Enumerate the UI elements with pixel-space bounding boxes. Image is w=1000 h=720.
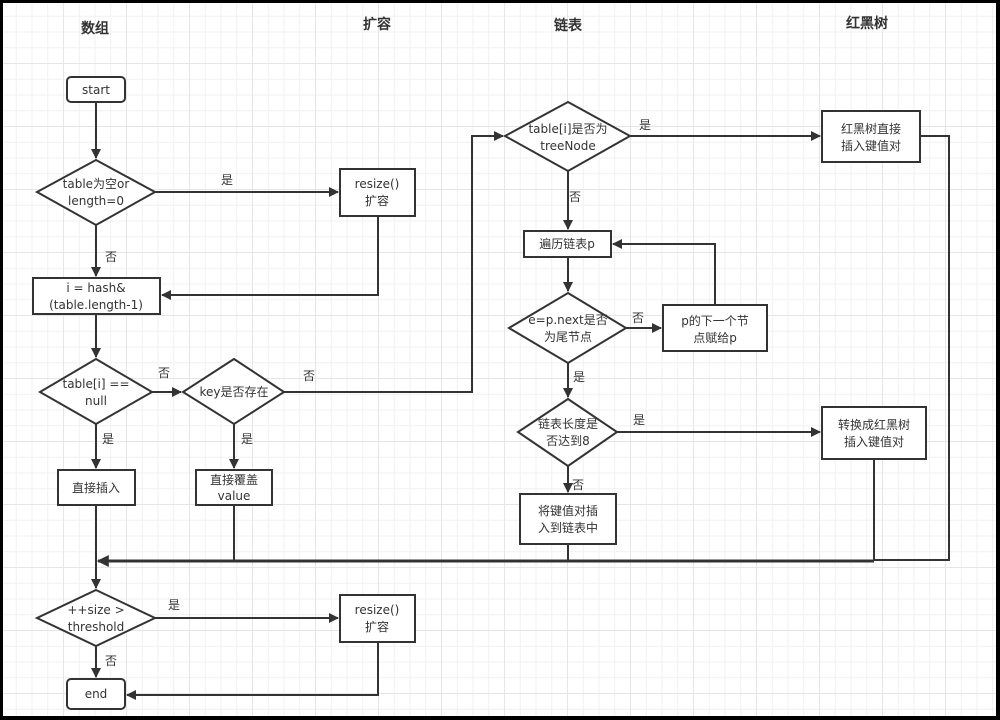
node-label: 红黑树直接 (841, 121, 901, 136)
node-label: 入到链表中 (538, 520, 598, 535)
node-label: p的下一个节 (681, 313, 749, 328)
node-label: threshold (68, 620, 125, 634)
node-label: table为空or (63, 177, 130, 191)
node-label: 点赋给p (693, 331, 737, 345)
lane-title-array: 数组 (81, 20, 109, 37)
edge-label-no: 否 (105, 250, 117, 264)
terminal-shape (66, 678, 126, 710)
node-label: null (85, 394, 107, 408)
node-check-empty[interactable]: table为空or length=0 (34, 158, 158, 227)
decision-shape (502, 100, 633, 173)
node-label: table[i] == (62, 377, 129, 391)
node-is-tail[interactable]: e=p.next是否 为尾节点 (507, 291, 628, 365)
node-label: 遍历链表p (539, 236, 595, 251)
lane-title-resize: 扩容 (363, 16, 391, 33)
process-shape (662, 304, 768, 352)
node-traverse[interactable]: 遍历链表p (523, 230, 612, 258)
decision-shape (507, 291, 628, 365)
node-label: 插入键值对 (841, 138, 901, 153)
process-shape (821, 110, 921, 163)
decision-shape (181, 357, 286, 426)
node-end[interactable]: end (66, 678, 126, 710)
process-shape (519, 493, 617, 545)
edge-label-no: 否 (105, 654, 117, 668)
edge-label-no: 否 (572, 478, 584, 492)
node-label: 直接插入 (72, 480, 120, 495)
edge-label-no: 否 (632, 311, 644, 325)
node-label: 扩容 (365, 619, 389, 634)
node-label: resize() (355, 603, 400, 617)
node-label: 否达到8 (546, 434, 590, 448)
node-label: 插入键值对 (844, 434, 904, 449)
node-label: key是否存在 (199, 385, 268, 399)
node-len-8[interactable]: 链表长度是 否达到8 (516, 397, 619, 468)
edge-label-yes: 是 (573, 370, 585, 384)
node-to-rbtree[interactable]: 转换成红黑树 插入键值对 (821, 406, 927, 460)
edges (91, 102, 950, 700)
node-overwrite[interactable]: 直接覆盖 value (195, 469, 273, 506)
node-label: treeNode (540, 139, 595, 153)
edge-label-yes: 是 (168, 598, 180, 612)
node-next-p[interactable]: p的下一个节 点赋给p (662, 304, 768, 352)
node-list-insert[interactable]: 将键值对插 入到链表中 (519, 493, 617, 545)
node-label: (table.length-1) (49, 298, 143, 312)
node-start[interactable]: start (66, 76, 126, 103)
node-label: value (218, 489, 251, 503)
node-rb-insert[interactable]: 红黑树直接 插入键值对 (821, 110, 921, 163)
edge-label-yes: 是 (639, 118, 651, 132)
terminal-shape (66, 76, 126, 103)
process-shape (32, 277, 161, 315)
edge-label-yes: 是 (221, 173, 233, 187)
node-label: 链表长度是 (538, 416, 598, 431)
process-shape (339, 594, 416, 643)
edge-label-yes: 是 (241, 432, 253, 446)
process-shape (821, 406, 927, 460)
node-check-threshold[interactable]: ++size > threshold (34, 588, 158, 648)
process-shape (523, 230, 612, 258)
node-label: start (82, 83, 110, 97)
node-is-treenode[interactable]: table[i]是否为 treeNode (502, 100, 633, 173)
node-label: table[i]是否为 (528, 122, 607, 136)
edge-label-no: 否 (569, 190, 581, 204)
process-shape (195, 469, 273, 506)
diagram-canvas: 数组 扩容 链表 红黑树 (3, 3, 996, 716)
decision-shape (38, 357, 154, 426)
edge-label-yes: 是 (102, 432, 114, 446)
node-calc-index[interactable]: i = hash& (table.length-1) (32, 277, 161, 315)
node-resize2[interactable]: resize() 扩容 (339, 594, 416, 643)
node-label: end (85, 687, 108, 701)
node-label: resize() (355, 177, 400, 191)
node-direct-insert[interactable]: 直接插入 (57, 469, 136, 506)
node-label: length=0 (68, 194, 124, 208)
node-label: i = hash& (66, 281, 125, 295)
node-key-exists[interactable]: key是否存在 (181, 357, 286, 426)
process-shape (57, 469, 136, 506)
node-label: 直接覆盖 (210, 472, 258, 487)
edge-resize2-to-end (126, 642, 379, 700)
lane-title-rbtree: 红黑树 (846, 15, 888, 32)
decision-shape (34, 158, 158, 227)
edge-rb-insert-return (874, 135, 950, 561)
edge-next-p-to-traverse (612, 239, 716, 305)
lane-title-linkedlist: 链表 (554, 17, 583, 34)
node-label: 将键值对插 (538, 503, 598, 518)
node-label: 为尾节点 (544, 330, 592, 344)
node-label: 扩容 (365, 193, 389, 208)
edge-label-yes: 是 (633, 413, 645, 427)
edge-label-no: 否 (158, 366, 170, 380)
decision-shape (34, 588, 158, 648)
edge-key-exists-to-is-treenode (284, 131, 504, 393)
edge-resize-to-calc-index (161, 216, 379, 300)
process-shape (339, 168, 416, 217)
node-label: ++size > (67, 603, 124, 617)
edge-label-no: 否 (303, 369, 315, 383)
flowchart: 数组 扩容 链表 红黑树 (32, 15, 950, 710)
node-check-null[interactable]: table[i] == null (38, 357, 154, 426)
node-label: e=p.next是否 (528, 313, 607, 327)
node-resize1[interactable]: resize() 扩容 (339, 168, 416, 217)
node-label: 转换成红黑树 (838, 417, 910, 432)
decision-shape (516, 397, 619, 468)
